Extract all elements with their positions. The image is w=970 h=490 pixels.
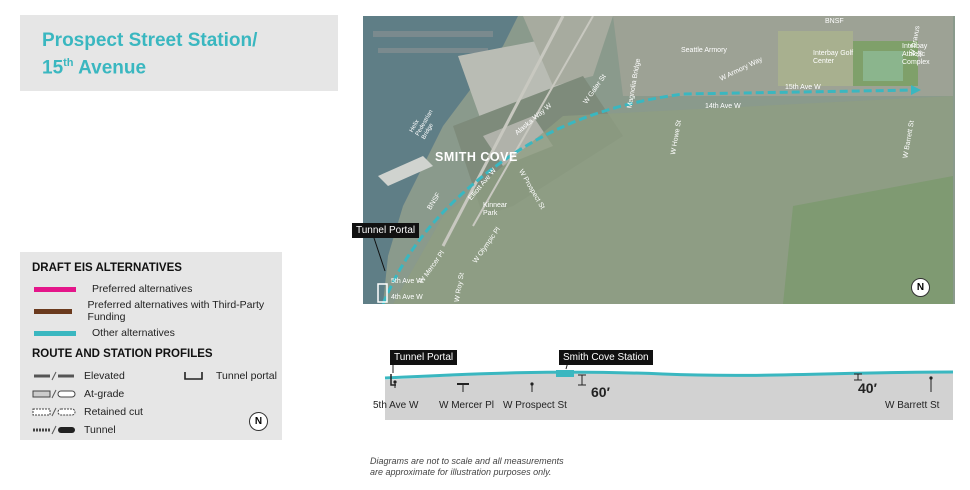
5th-ave-w-label: 5th Ave W <box>391 278 423 285</box>
15th-ave-w-label: 15th Ave W <box>785 84 821 91</box>
map-tunnel-portal-callout: Tunnel Portal <box>352 223 420 238</box>
stop-5th-ave-w: 5th Ave W <box>373 400 419 411</box>
north-arrow-icon: N <box>249 412 268 431</box>
legend-other: Other alternatives <box>32 322 282 344</box>
map-image <box>363 16 955 304</box>
profile-diagram <box>384 361 954 420</box>
tunnel-icon <box>33 425 75 435</box>
interbay-athletic-label: Interbay Athletic Complex <box>902 43 930 66</box>
map-callout-leader <box>372 235 386 272</box>
4th-ave-w-label: 4th Ave W <box>391 294 423 301</box>
page-title-line1: Prospect Street Station/ <box>42 30 258 51</box>
depth-40-label: 40′ <box>858 380 877 396</box>
legend: DRAFT EIS ALTERNATIVES Preferred alterna… <box>20 252 282 440</box>
retained-cut-icon <box>32 407 76 417</box>
disclaimer-note: Diagrams are not to scale and all measur… <box>370 456 564 477</box>
tunnel-portal-icon <box>184 372 203 380</box>
legend-alternatives-heading: DRAFT EIS ALTERNATIVES <box>32 262 182 274</box>
legend-preferred: Preferred alternatives <box>32 278 282 300</box>
legend-tunnel-portal: Tunnel portal <box>182 370 277 382</box>
title-box: Prospect Street Station/ 15th Avenue <box>20 15 338 91</box>
legend-retained-cut: Retained cut <box>32 406 143 418</box>
legend-third-party: Preferred alternatives with Third-Party … <box>32 299 282 323</box>
interbay-golf-label: Interbay Golf Center <box>813 50 854 65</box>
third-party-swatch <box>34 308 72 314</box>
profile-station-callout: Smith Cove Station <box>559 350 653 365</box>
kinnear-park-label: Kinnear Park <box>483 202 508 217</box>
map-north-arrow-icon: N <box>911 278 930 297</box>
legend-tunnel: Tunnel <box>32 424 116 436</box>
seattle-armory-label: Seattle Armory <box>681 47 727 54</box>
elevated-icon <box>34 371 74 381</box>
page-title-line2: 15th Avenue <box>42 57 147 79</box>
stop-w-barrett-st: W Barrett St <box>885 400 940 411</box>
smith-cove-label: SMITH COVE <box>435 150 518 164</box>
legend-profiles: Elevated At-grade Retained cut Tunnel Tu… <box>32 364 282 444</box>
route-profile: Tunnel Portal Smith Cove Station 60′ 40′… <box>363 340 955 420</box>
stop-w-mercer-pl: W Mercer Pl <box>439 400 494 411</box>
stop-w-prospect-st: W Prospect St <box>503 400 567 411</box>
at-grade-icon <box>32 389 76 399</box>
bnsf-label-top: BNSF <box>825 18 844 25</box>
legend-at-grade: At-grade <box>32 388 124 400</box>
profile-tunnel-portal-callout: Tunnel Portal <box>390 350 458 365</box>
legend-profiles-heading: ROUTE AND STATION PROFILES <box>32 348 213 360</box>
depth-60-label: 60′ <box>591 384 610 400</box>
preferred-swatch <box>34 286 76 292</box>
legend-elevated: Elevated <box>32 370 125 382</box>
aerial-map: SMITH COVE BNSF BNSF W Galer St Magnolia… <box>363 16 955 304</box>
other-swatch <box>34 330 76 336</box>
14th-ave-w-label: 14th Ave W <box>705 103 741 110</box>
